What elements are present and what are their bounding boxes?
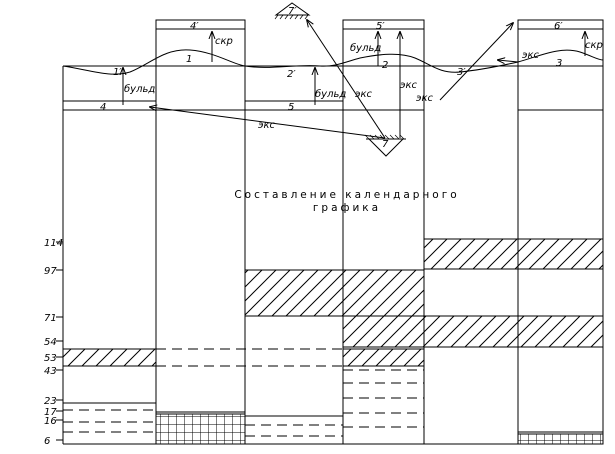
bar-col4-43-53 [342, 348, 425, 367]
grid-block-col6 [517, 433, 604, 445]
y-tick-label-54: 54 [44, 337, 57, 348]
label-6prime: 6′ [554, 21, 563, 32]
label-skr-1: скр [215, 36, 233, 47]
y-tick-label-16: 16 [44, 416, 57, 427]
bar-col5-97-114 [423, 238, 604, 270]
grid-block-col2 [155, 413, 246, 445]
y-tick-label-23: 23 [44, 396, 57, 407]
y-tick-label-6: 6 [44, 436, 50, 447]
label-7prime: 7′ [288, 6, 297, 17]
terrain-curve [62, 49, 604, 75]
title-line-1: Составление календарного [234, 189, 459, 201]
bar-col3-71-97 [244, 269, 425, 317]
excavator-marker-7 [364, 134, 406, 157]
box-5prime [342, 19, 425, 111]
label-eks-4: экс [258, 120, 276, 131]
label-4: 4 [100, 102, 106, 113]
box-6prime [517, 19, 604, 111]
y-tick-label-71: 71 [44, 313, 57, 324]
box-4prime [155, 19, 246, 111]
label-3prime: 3′ [457, 67, 466, 78]
label-skr-2: скр [585, 40, 603, 51]
schedule-grid [62, 66, 604, 445]
label-1prime: 1′ [113, 67, 122, 78]
y-tick-label-114: 114 [44, 238, 63, 249]
label-buld-3: бульд [350, 42, 381, 54]
label-buld-1: бульд [124, 83, 155, 95]
label-5: 5 [288, 102, 294, 113]
y-tick-label-97: 97 [44, 266, 57, 277]
y-tick-label-53: 53 [44, 353, 57, 364]
y-tick-label-17: 17 [44, 407, 57, 418]
bar-col1-43-53 [62, 348, 157, 367]
label-buld-2: бульд [315, 88, 346, 100]
y-tick-label-43: 43 [44, 366, 57, 377]
terrain-profile: 4′ 5′ 6′ 7′ скр скр бульд бульд бульд эк… [62, 2, 604, 157]
label-eks-1: экс [355, 89, 373, 100]
label-eks-2: экс [400, 80, 418, 91]
label-5prime: 5′ [376, 21, 385, 32]
bar-col4-54-71 [342, 315, 604, 348]
label-2: 2 [382, 60, 388, 71]
label-eks-3: экс [416, 93, 434, 104]
label-7: 7 [382, 139, 389, 150]
label-4prime: 4′ [190, 21, 199, 32]
dump-marker-7prime [274, 2, 311, 20]
label-3: 3 [556, 58, 562, 69]
label-1: 1 [186, 54, 192, 65]
label-eks-5: экс [522, 50, 540, 61]
label-2prime: 2′ [287, 69, 296, 80]
title-line-2: графика [313, 202, 381, 214]
